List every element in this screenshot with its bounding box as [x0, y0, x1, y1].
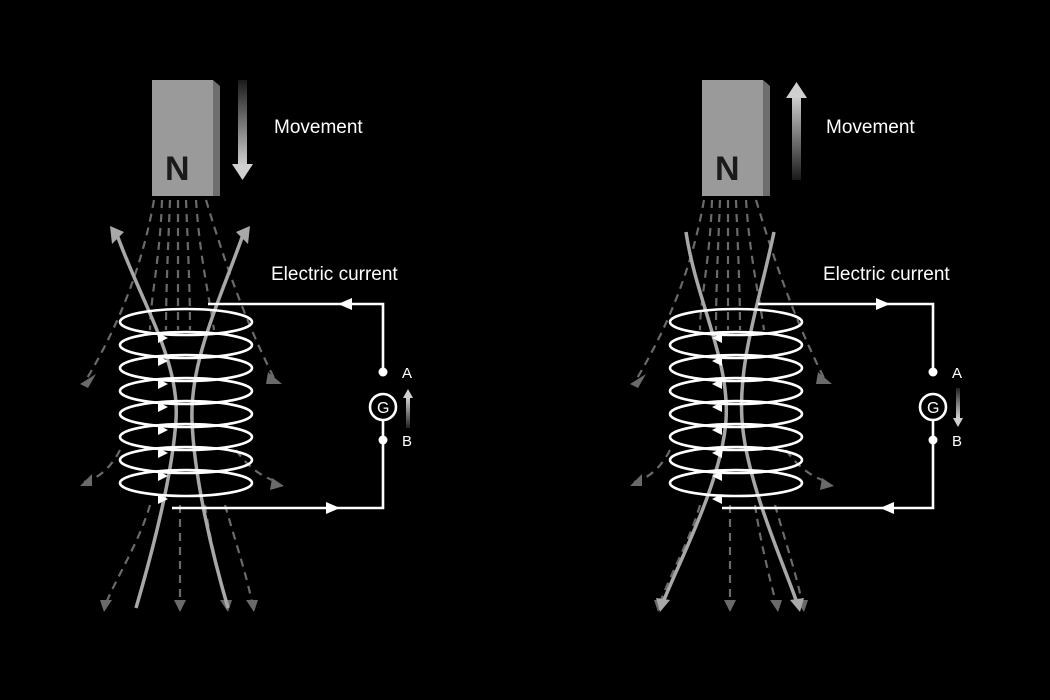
galvanometer: G — [368, 392, 398, 422]
dashed-field-lines — [83, 199, 279, 607]
electric-current-label: Electric current — [823, 264, 950, 285]
movement-arrow-down-icon — [232, 80, 253, 180]
terminal-a-label: A — [952, 365, 962, 382]
dashed-field-arrowheads — [630, 372, 834, 612]
current-arrow-icon — [876, 298, 894, 514]
terminal-a-dot — [378, 367, 388, 377]
solid-field-lines — [662, 231, 798, 601]
solid-field-arrowheads — [656, 598, 804, 612]
terminal-b-label: B — [402, 433, 412, 450]
bar-magnet: N — [152, 80, 220, 196]
coil — [668, 307, 804, 498]
terminal-b-label: B — [952, 433, 962, 450]
movement-label: Movement — [826, 117, 915, 138]
coil-arrowheads — [158, 333, 168, 504]
magnet-pole-label: N — [715, 150, 740, 188]
deflection-arrow-up-icon — [403, 389, 413, 428]
panel-left: N Movement — [80, 80, 413, 612]
galvanometer-label: G — [377, 400, 389, 417]
solid-field-arrowheads — [110, 226, 250, 244]
terminal-a-label: A — [402, 365, 412, 382]
galvanometer-label: G — [927, 400, 939, 417]
panel-right: N Movement — [630, 80, 963, 612]
terminal-b-dot — [378, 435, 388, 445]
galvanometer: G — [918, 392, 948, 422]
bar-magnet: N — [702, 80, 770, 196]
terminal-b-dot — [928, 435, 938, 445]
magnet-pole-label: N — [165, 150, 190, 188]
electric-current-label: Electric current — [271, 264, 398, 285]
coil-arrowheads — [712, 333, 722, 504]
deflection-arrow-down-icon — [953, 388, 963, 427]
movement-arrow-up-icon — [786, 82, 807, 180]
movement-label: Movement — [274, 117, 363, 138]
terminal-a-dot — [928, 367, 938, 377]
solid-field-lines — [114, 231, 246, 609]
dashed-field-arrowheads — [80, 372, 284, 612]
coil — [118, 307, 254, 498]
current-arrow-icon — [326, 298, 352, 514]
